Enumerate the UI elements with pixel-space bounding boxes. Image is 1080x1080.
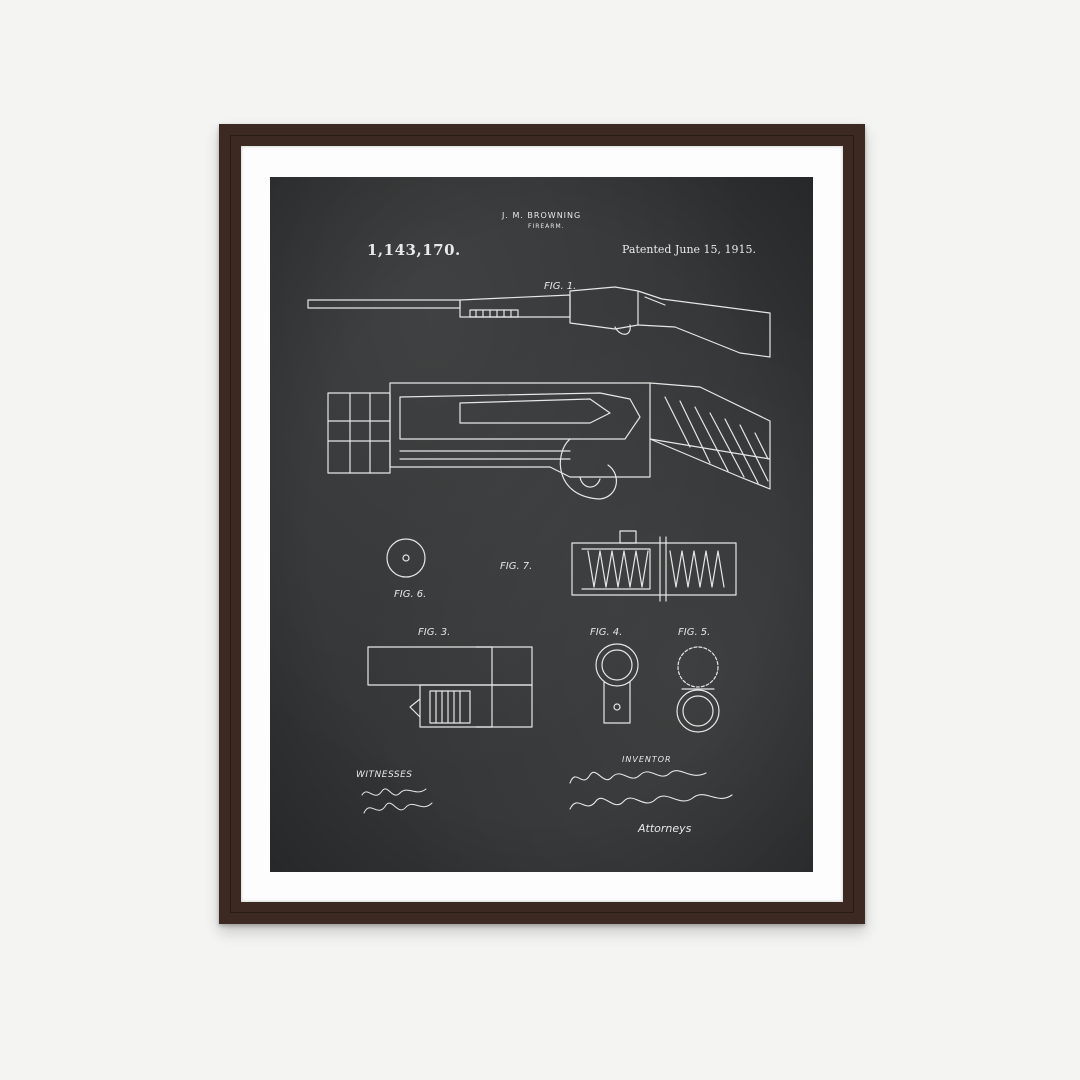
patent-date: Patented June 15, 1915. [622, 243, 757, 256]
fig4-ring-drawing: FIG. 4. [590, 627, 639, 724]
inventor-label: INVENTOR [622, 755, 672, 764]
fig7-spring-drawing: FIG. 7. [500, 530, 737, 602]
receiver-section-drawing [327, 382, 771, 500]
fig6-label: FIG. 6. [394, 589, 426, 600]
fig1-shotgun-drawing: FIG. 1. [307, 281, 771, 358]
fig7-label: FIG. 7. [500, 561, 532, 572]
fig3-magazine-cap-drawing: FIG. 3. [367, 627, 533, 728]
attorneys-label: Attorneys [638, 822, 692, 835]
fig1-label: FIG. 1. [544, 281, 576, 292]
fig4-label: FIG. 4. [590, 627, 622, 638]
attorneys-signature [569, 794, 733, 810]
chalkboard-patent-print: J. M. BROWNING FIREARM. 1,143,170. Paten… [270, 177, 813, 872]
witnesses-label: WITNESSES [356, 770, 413, 780]
fig6-disc-drawing: FIG. 6. [386, 538, 426, 600]
inventor-name: J. M. BROWNING [502, 211, 582, 220]
patent-number: 1,143,170. [367, 241, 461, 259]
fig5-label: FIG. 5. [678, 627, 710, 638]
white-mat: J. M. BROWNING FIREARM. 1,143,170. Paten… [241, 146, 843, 902]
patent-drawing: FIG. 1. [307, 281, 771, 814]
fig3-label: FIG. 3. [418, 627, 450, 638]
picture-frame: J. M. BROWNING FIREARM. 1,143,170. Paten… [219, 124, 865, 924]
witness-signatures [361, 788, 433, 814]
inventor-signature [569, 770, 707, 784]
patent-subject: FIREARM. [528, 223, 565, 230]
fig5-ring-drawing: FIG. 5. [676, 627, 720, 733]
